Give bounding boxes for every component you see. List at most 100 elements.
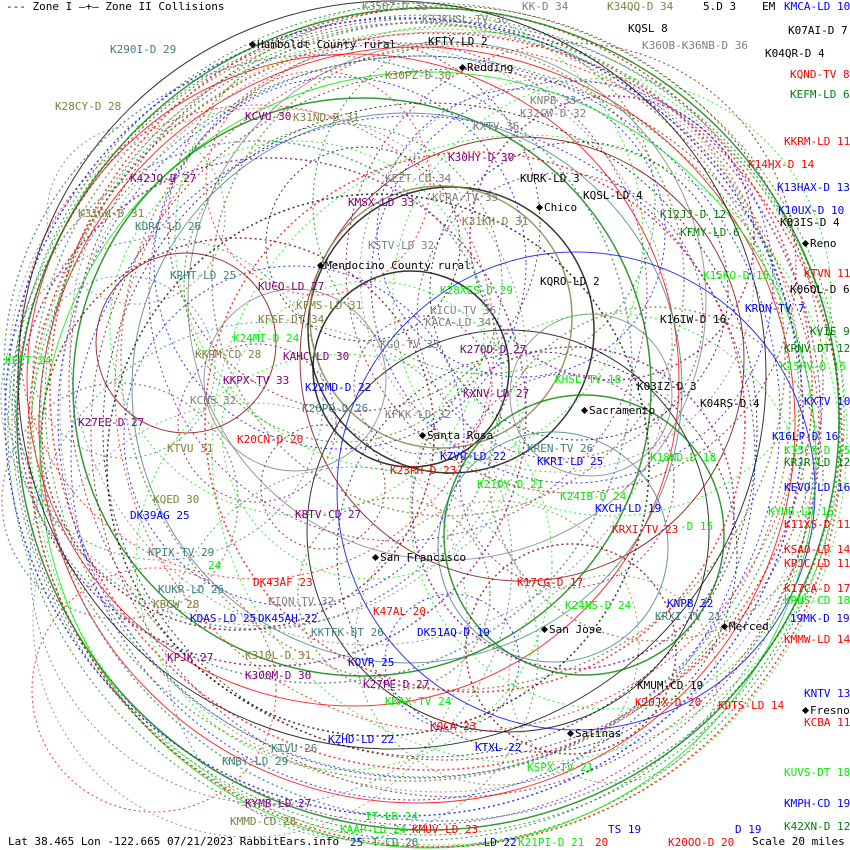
station-label[interactable]: KVIE 9 <box>810 325 850 338</box>
station-label[interactable]: DK43AF 23 <box>253 576 313 589</box>
station-label[interactable]: -LD 22 <box>477 836 517 849</box>
station-label[interactable]: 24 <box>208 559 222 572</box>
station-label[interactable]: KCRA-TV 35 <box>432 191 499 204</box>
station-label[interactable]: KRNS-CD 18 <box>784 594 850 607</box>
station-label[interactable]: KMPH-CD 19 <box>784 797 850 810</box>
station-label[interactable]: KTVU 26 <box>271 742 318 755</box>
station-label[interactable]: -D 15 <box>680 520 714 533</box>
station-label[interactable]: KREN-TV 26 <box>527 442 594 455</box>
station-label[interactable]: KMBY-LD 29 <box>222 755 289 768</box>
station-label[interactable]: KQSL-LD 4 <box>583 189 643 202</box>
station-label[interactable]: K26PQ-D 26 <box>302 402 369 415</box>
station-label[interactable]: KQED 30 <box>153 493 200 506</box>
station-label[interactable]: K27EE-D 27 <box>78 416 145 429</box>
station-label[interactable]: KRON-TV 7 <box>745 302 805 315</box>
station-label[interactable]: KDTS-LD 14 <box>718 699 785 712</box>
station-label[interactable]: KKPM-CD 28 <box>195 348 262 361</box>
station-label[interactable]: K31ND-D 31 <box>293 111 360 124</box>
station-label[interactable]: K290I-D 29 <box>110 43 177 56</box>
station-label[interactable]: KCNS 32 <box>190 394 237 407</box>
station-label[interactable]: KDRC-LD 26 <box>135 220 202 233</box>
station-label[interactable]: K24MI-D 24 <box>233 332 300 345</box>
station-label[interactable]: K15HV-D 15 <box>780 360 847 373</box>
station-label[interactable]: KFSF-DT 34 <box>258 313 325 326</box>
station-label[interactable]: KQSL 8 <box>628 22 668 35</box>
station-label[interactable]: KKRI-LD 25 <box>537 455 604 468</box>
station-label[interactable]: KFKK-LD 32 <box>385 408 452 421</box>
station-label[interactable]: KQND-TV 8 <box>790 68 850 81</box>
station-label[interactable]: KQCA 23 <box>430 720 477 733</box>
station-label[interactable]: K10UX-D 10 <box>778 204 845 217</box>
station-label[interactable]: KGO-TV 35 <box>380 338 440 351</box>
station-label[interactable]: K15KO-D 15 <box>703 269 770 282</box>
station-label[interactable]: KZHD-LD 22 <box>328 733 395 746</box>
station-label[interactable]: KMUV-LD 23 <box>412 823 479 836</box>
station-label[interactable]: K350Z-D 35 <box>362 0 429 13</box>
station-label[interactable]: DK39AG 25 <box>130 509 190 522</box>
station-label[interactable]: KAHC-LD 30 <box>283 350 350 363</box>
station-label[interactable]: K14HX-D 14 <box>748 158 815 171</box>
station-label[interactable]: K34QQ-D 34 <box>607 0 674 13</box>
station-label[interactable]: KSPX-TV 21 <box>527 761 594 774</box>
station-label[interactable]: K33KHSL-TV 36 <box>422 13 509 26</box>
station-label[interactable]: K27OD-D 27 <box>460 343 527 356</box>
station-label[interactable]: KMMD-CD 28 <box>230 815 297 828</box>
station-label[interactable]: KUVS-DT 18 <box>784 766 850 779</box>
station-label[interactable]: K20CN-D 20 <box>237 433 304 446</box>
station-label[interactable]: KKTFK-DT 26 <box>311 626 384 639</box>
station-label[interactable]: K17CA-D 17 <box>784 582 850 595</box>
station-label[interactable]: KACA-LD 34 <box>425 316 492 329</box>
station-label[interactable]: KAAP-LD 24 <box>340 823 407 836</box>
station-label[interactable]: IT-LD 24 <box>365 810 418 823</box>
station-label[interactable]: K28CY-D 28 <box>55 100 122 113</box>
station-label[interactable]: K21PI-D 21 <box>518 836 585 849</box>
station-label[interactable]: KMAX-TV 24 <box>385 695 452 708</box>
station-label[interactable]: K28XES-D 29 <box>440 284 513 297</box>
station-label[interactable]: 5.D 3 <box>703 0 737 13</box>
station-label[interactable]: K03IS-D 4 <box>780 216 840 229</box>
station-label[interactable]: KTXL 22 <box>475 741 522 754</box>
station-label[interactable]: K42XN-D 12 <box>784 820 850 833</box>
station-label[interactable]: KK-D 34 <box>522 0 569 13</box>
station-label[interactable]: KRHT-LD 25 <box>170 269 237 282</box>
station-label[interactable]: KUKR-LD 26 <box>158 583 225 596</box>
station-label[interactable]: KFTY-LD 2 <box>428 35 488 48</box>
station-label[interactable]: KEET 24 <box>5 354 52 367</box>
station-label[interactable]: KBCW 28 <box>153 598 200 611</box>
station-label[interactable]: KYMB-LD 27 <box>245 797 312 810</box>
station-label[interactable]: K310L-D 31 <box>245 649 312 662</box>
station-label[interactable]: KXTV 10 <box>804 395 850 408</box>
station-label[interactable]: KPJK 27 <box>167 651 214 664</box>
station-label[interactable]: KNTV 13 <box>804 687 850 700</box>
station-label[interactable]: KMSX-LD 33 <box>348 196 415 209</box>
station-label[interactable]: KICU-TV 36 <box>430 304 497 317</box>
station-label[interactable]: D 19 <box>735 823 762 836</box>
station-label[interactable]: K32GW-D 32 <box>520 107 587 120</box>
station-label[interactable]: K07AI-D 7 <box>788 24 848 37</box>
station-label[interactable]: K300M-D 30 <box>245 669 312 682</box>
station-label[interactable]: K23PH-D 23 <box>390 464 457 477</box>
station-label[interactable]: K11XS-D 11 <box>784 518 850 531</box>
station-label[interactable]: KKRM-LD 11 <box>784 135 850 148</box>
station-label[interactable]: K21OY-D 21 <box>477 478 544 491</box>
station-label[interactable]: K17CG-D 17 <box>517 576 584 589</box>
station-label[interactable]: KTVU 31 <box>167 442 214 455</box>
station-label[interactable]: K12JJ-D 12 <box>660 208 727 221</box>
station-label[interactable]: 20 <box>595 836 609 849</box>
station-label[interactable]: 19MK-D 19 <box>790 612 850 625</box>
station-label[interactable]: K13HAX-D 13 <box>777 181 850 194</box>
station-label[interactable]: KEVO-LD 16 <box>784 481 850 494</box>
station-label[interactable]: KBTV-CD 27 <box>295 508 362 521</box>
station-label[interactable]: KUCO-LD 27 <box>258 280 325 293</box>
station-label[interactable]: KXNV-LD 27 <box>463 387 530 400</box>
station-label[interactable]: KRNV-DT 12 <box>784 342 850 355</box>
station-label[interactable]: KPIX-TV 29 <box>148 546 215 559</box>
station-label[interactable]: KKPX-TV 33 <box>223 374 290 387</box>
station-label[interactable]: TS 19 <box>608 823 642 836</box>
station-label[interactable]: EM <box>762 0 776 13</box>
station-label[interactable]: K24IB-D 24 <box>560 490 627 503</box>
station-label[interactable]: KRJR-LD 12 <box>784 456 850 469</box>
station-label[interactable]: K31GK-D 31 <box>78 207 145 220</box>
station-label[interactable]: KNPB 22 <box>667 597 714 610</box>
station-label[interactable]: KPJC-LD 11 <box>784 557 850 570</box>
